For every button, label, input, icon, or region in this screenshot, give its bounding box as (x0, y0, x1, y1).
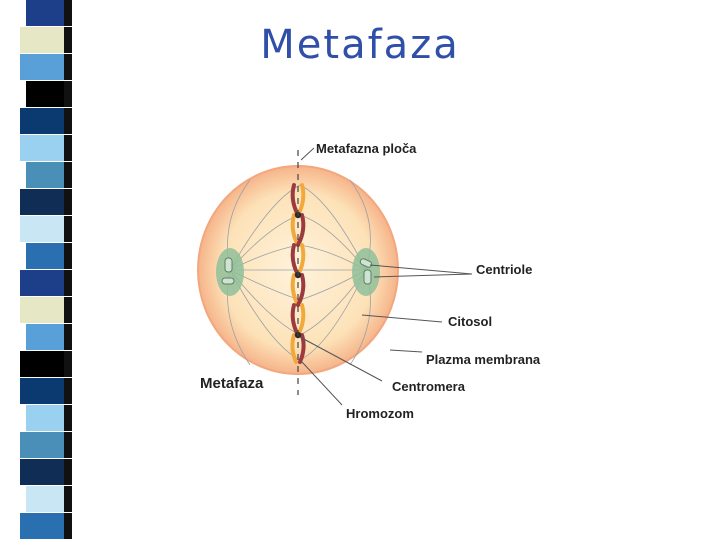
strip-block (20, 108, 64, 134)
strip-shadow (64, 486, 72, 512)
strip-block (26, 0, 64, 26)
strip-shadow (64, 351, 72, 377)
strip-shadow (64, 216, 72, 242)
strip-shadow (64, 27, 72, 53)
strip-block (20, 270, 64, 296)
label-cytosol: Citosol (448, 314, 492, 329)
strip-block (20, 513, 64, 539)
strip-shadow (64, 81, 72, 107)
label-chromosome: Hromozom (346, 406, 414, 421)
strip-shadow (64, 243, 72, 269)
strip-shadow (64, 270, 72, 296)
strip-shadow (64, 54, 72, 80)
strip-block (20, 189, 64, 215)
slide-title: Metafaza (260, 22, 460, 68)
strip-blocks (20, 0, 72, 539)
metaphase-diagram: Metafazna ploča Centriole Citosol Plazma… (197, 141, 541, 421)
label-centromere: Centromera (392, 379, 466, 394)
strip-block (20, 135, 64, 161)
strip-shadow (64, 459, 72, 485)
strip-shadow (64, 405, 72, 431)
decorative-side-strip (20, 0, 72, 539)
strip-shadow (64, 324, 72, 350)
strip-block (26, 162, 64, 188)
strip-block (20, 54, 64, 80)
strip-shadow (64, 0, 72, 26)
chromosomes (290, 183, 306, 364)
strip-block (20, 351, 64, 377)
strip-shadow (64, 135, 72, 161)
left-centrosome (216, 248, 244, 296)
strip-block (20, 432, 64, 458)
strip-shadow (64, 378, 72, 404)
strip-shadow (64, 432, 72, 458)
right-centrosome (352, 248, 380, 296)
strip-block (26, 405, 64, 431)
strip-shadow (64, 108, 72, 134)
strip-block (26, 486, 64, 512)
strip-block (20, 459, 64, 485)
label-plasma-membrane: Plazma membrana (426, 352, 541, 367)
strip-shadow (64, 297, 72, 323)
strip-block (26, 324, 64, 350)
strip-block (20, 297, 64, 323)
leader-lines (299, 147, 473, 406)
label-metaphase-plate: Metafazna ploča (316, 141, 417, 156)
strip-block (26, 243, 64, 269)
strip-shadow (64, 189, 72, 215)
label-centrioles: Centriole (476, 262, 532, 277)
strip-shadow (64, 513, 72, 539)
label-phase-name: Metafaza (200, 375, 264, 392)
strip-block (20, 27, 64, 53)
strip-shadow (64, 162, 72, 188)
strip-block (20, 378, 64, 404)
strip-block (20, 216, 64, 242)
strip-block (26, 81, 64, 107)
